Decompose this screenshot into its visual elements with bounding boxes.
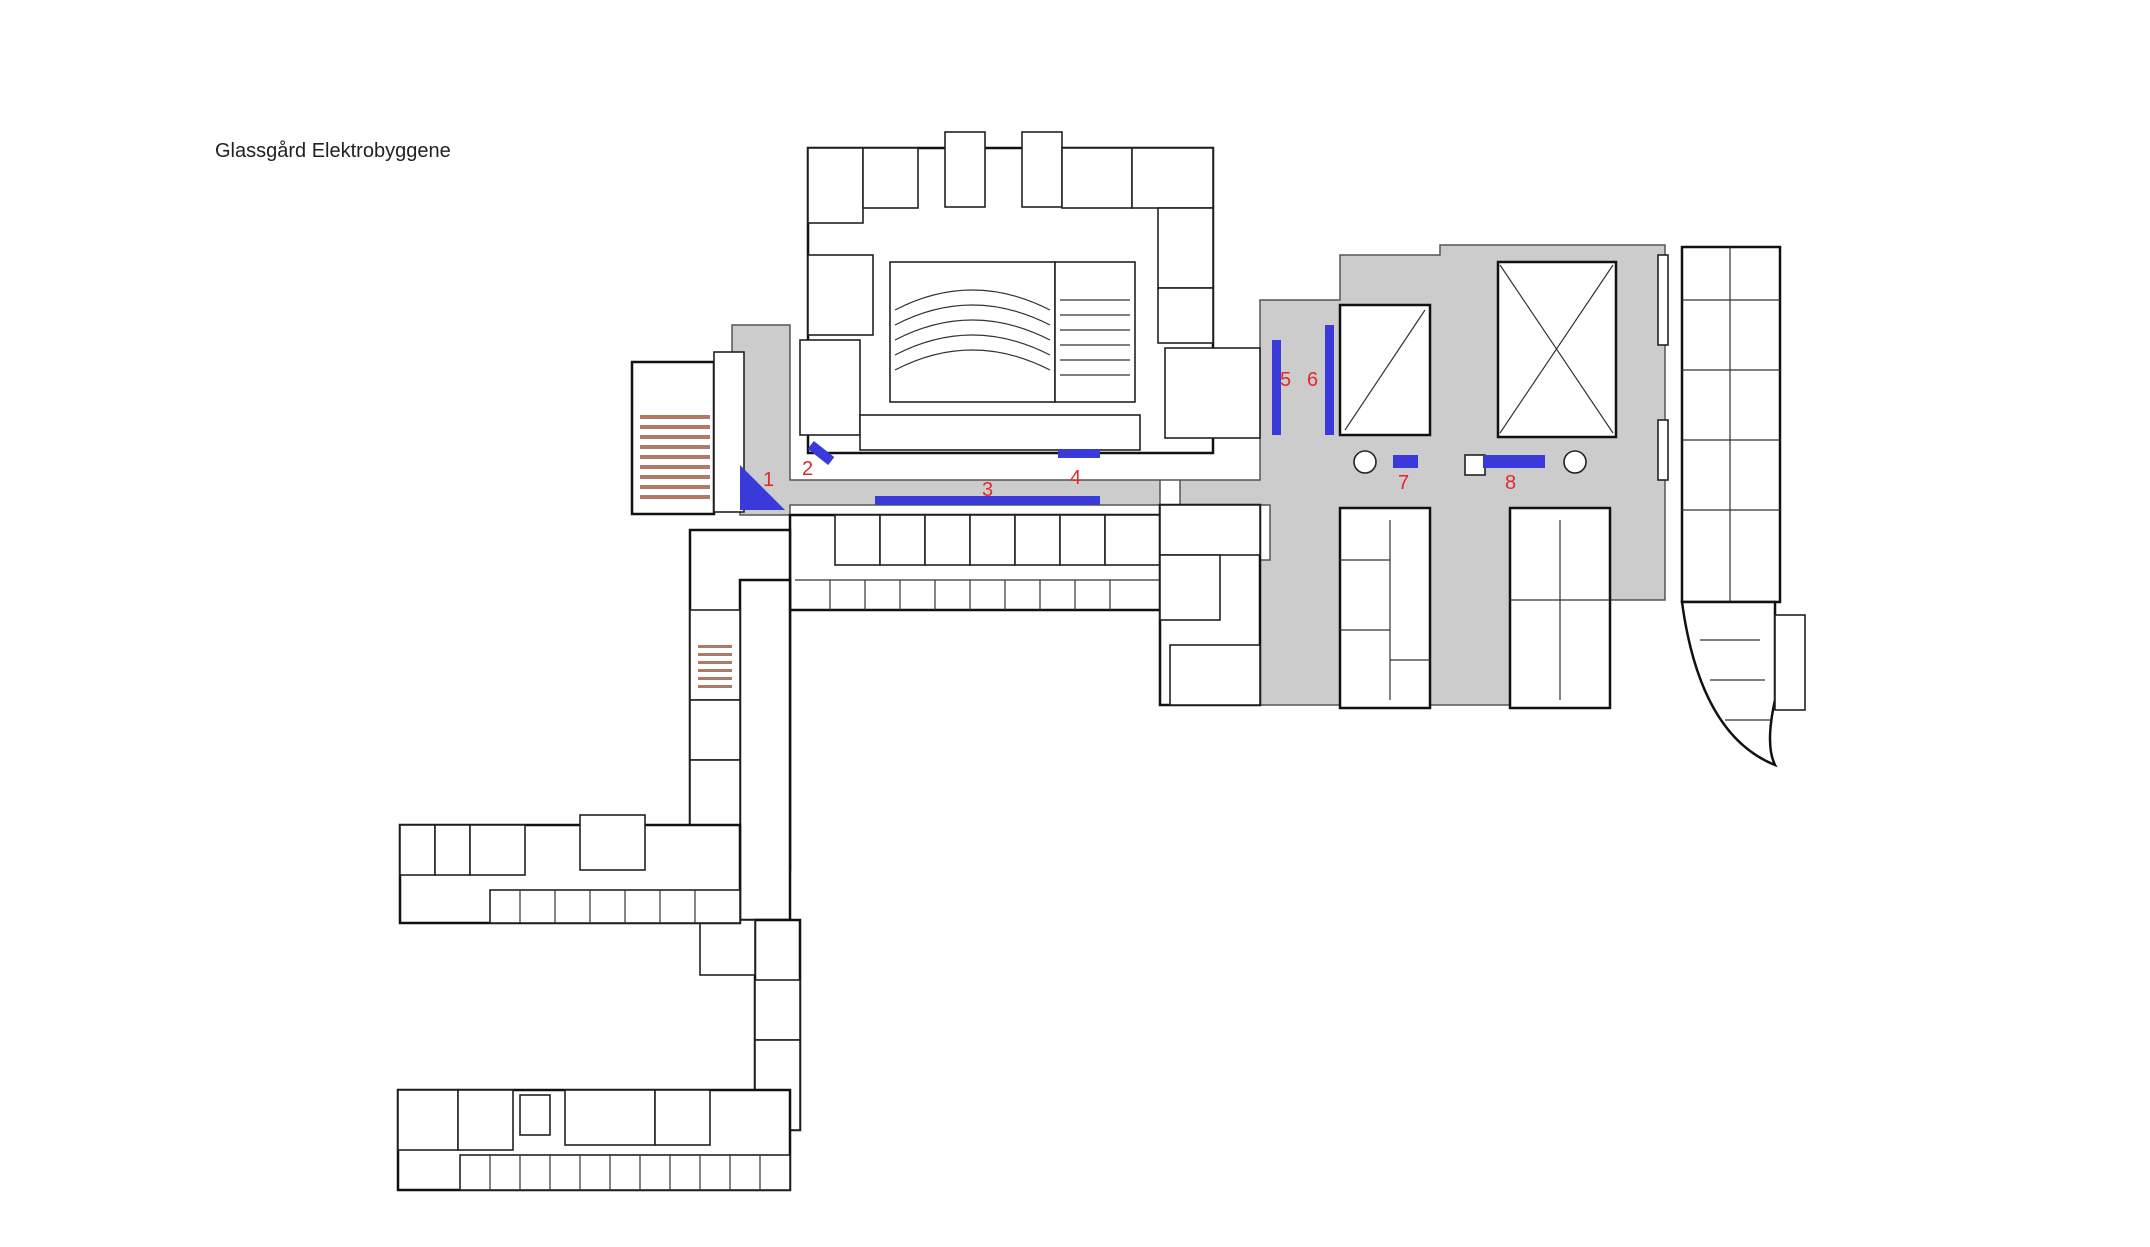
courtyard-building-c bbox=[1338, 506, 1432, 710]
markers-layer bbox=[740, 325, 1545, 510]
courtyard-building-d bbox=[1508, 506, 1612, 710]
marker-7[interactable] bbox=[1393, 455, 1418, 468]
east-wing bbox=[1657, 245, 1806, 768]
marker-6[interactable] bbox=[1325, 325, 1334, 435]
marker-label-2: 2 bbox=[802, 458, 813, 480]
marker-2[interactable] bbox=[807, 441, 835, 465]
marker-label-8: 8 bbox=[1505, 472, 1516, 494]
courtyard-building-a bbox=[1338, 303, 1432, 474]
map-title: Glassgård Elektrobyggene bbox=[215, 140, 451, 162]
marker-label-3: 3 bbox=[982, 479, 993, 501]
west-wing bbox=[630, 351, 745, 516]
west-bottom-wing bbox=[396, 1088, 792, 1192]
marker-3[interactable] bbox=[875, 496, 1100, 505]
marker-label-7: 7 bbox=[1398, 472, 1409, 494]
marker-4[interactable] bbox=[1058, 449, 1100, 458]
marker-label-6: 6 bbox=[1307, 369, 1318, 391]
marker-labels: 1 2 3 4 5 6 7 8 bbox=[763, 369, 1516, 501]
seating-block-south bbox=[698, 645, 732, 688]
seating-block bbox=[640, 415, 710, 499]
north-building bbox=[799, 131, 1261, 455]
marker-label-4: 4 bbox=[1070, 467, 1081, 489]
marker-8[interactable] bbox=[1483, 455, 1545, 468]
marker-1[interactable] bbox=[740, 465, 785, 510]
south-office-strip bbox=[788, 513, 1167, 612]
marker-5[interactable] bbox=[1272, 340, 1281, 435]
marker-label-1: 1 bbox=[763, 469, 774, 491]
marker-label-5: 5 bbox=[1280, 369, 1291, 391]
courtyard-building-b bbox=[1464, 260, 1618, 476]
central-block bbox=[1158, 503, 1262, 707]
west-middle-wing bbox=[398, 814, 742, 925]
